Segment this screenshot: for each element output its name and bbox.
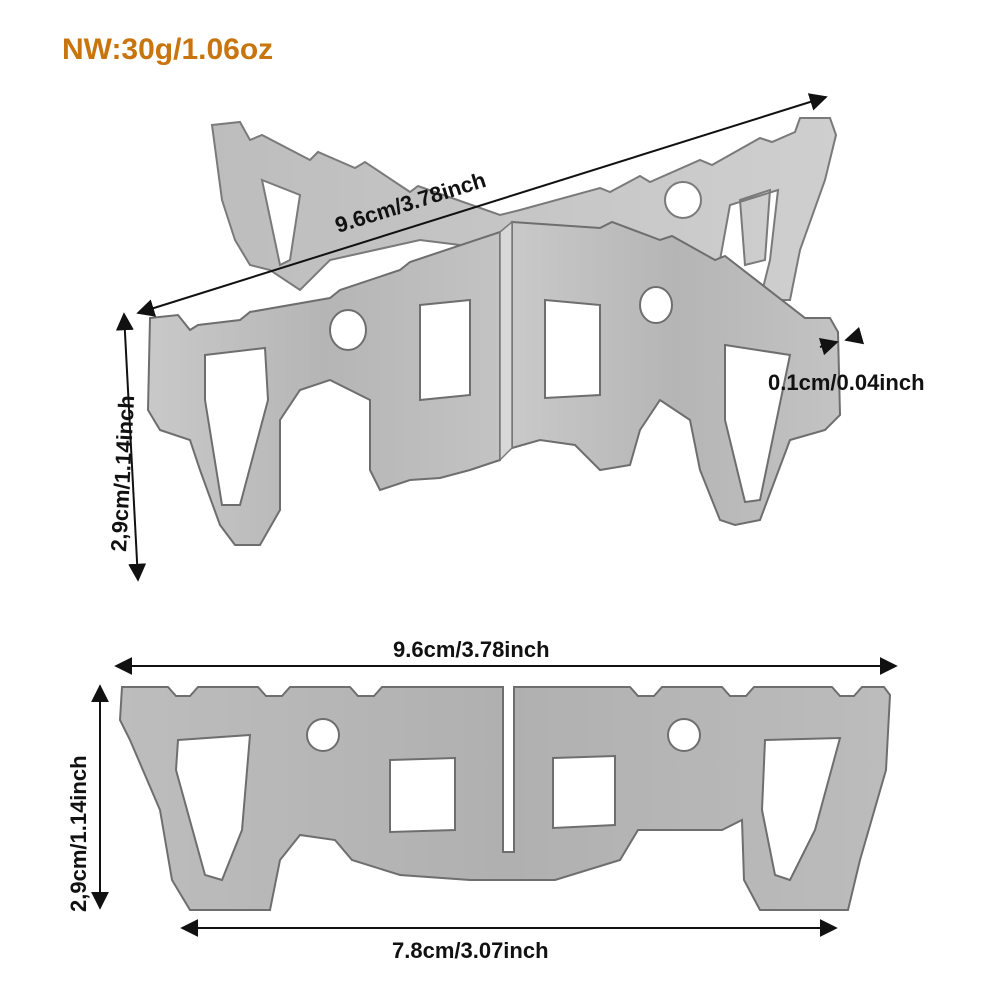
flat-plate [118, 686, 892, 911]
thickness-arrow-right [844, 326, 865, 345]
assembled-length-arrow [136, 93, 828, 317]
thickness-arrow-left [818, 337, 839, 356]
thickness-label: 0.1cm/0.04inch [768, 370, 925, 395]
left-plate [146, 230, 501, 546]
weight-label: NW:30g/1.06oz [62, 33, 273, 66]
assembled-stand [146, 117, 842, 546]
assembled-height-arrow [115, 312, 147, 582]
flat-length-label: 9.6cm/3.78inch [393, 637, 550, 662]
assembled-height-label: 2,9cm/1.14inch [106, 395, 139, 553]
flat-bottom-label: 7.8cm/3.07inch [392, 938, 549, 963]
flat-height-label: 2,9cm/1.14inch [66, 755, 91, 912]
center-fold [499, 220, 513, 462]
